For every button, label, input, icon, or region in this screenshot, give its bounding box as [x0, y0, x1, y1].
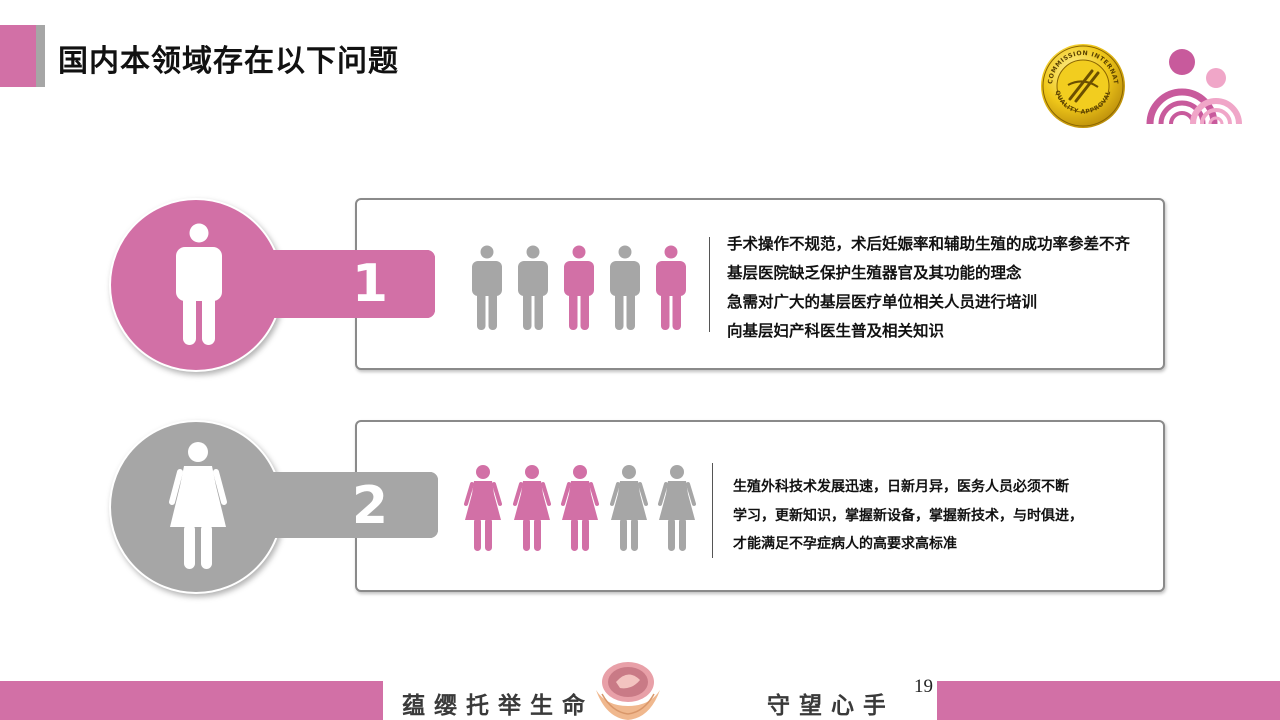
- text-line: 才能满足不孕症病人的高要求高标准: [733, 536, 957, 552]
- man-icon: [470, 244, 504, 336]
- text-line: 基层医院缺乏保护生殖器官及其功能的理念: [727, 264, 1022, 282]
- text-line: 手术操作不规范，术后妊娠率和辅助生殖的成功率参差不齐: [727, 235, 1131, 253]
- problem-text-1: 手术操作不规范，术后妊娠率和辅助生殖的成功率参差不齐 基层医院缺乏保护生殖器官及…: [727, 230, 1157, 346]
- man-icon: [608, 244, 642, 336]
- woman-icon: [609, 464, 649, 556]
- jci-seal-icon: JOINT COMMISSION INTERNATIONAL QUALITY A…: [1037, 38, 1126, 129]
- woman-icon: [657, 464, 697, 556]
- divider: [709, 237, 710, 332]
- number-badge-2: 2: [109, 420, 442, 595]
- text-line: 向基层妇产科医生普及相关知识: [727, 322, 945, 340]
- page-title: 国内本领域存在以下问题: [58, 44, 399, 79]
- problem-text-2: 生殖外科技术发展迅速，日新月异，医务人员必须不断 学习，更新知识，掌握新设备，掌…: [733, 473, 1153, 559]
- woman-icon: [512, 464, 552, 556]
- title-accent-bar-gray: [36, 25, 45, 87]
- woman-icon: [560, 464, 600, 556]
- badge-number: 2: [351, 476, 389, 536]
- text-line: 生殖外科技术发展迅速，日新月异，医务人员必须不断: [733, 479, 1069, 495]
- footer-bar-right: [937, 681, 1280, 720]
- text-line: 急需对广大的基层医疗单位相关人员进行培训: [727, 293, 1038, 311]
- title-accent-bar: [0, 25, 36, 87]
- badge-number: 1: [351, 254, 389, 314]
- man-icon: [562, 244, 596, 336]
- footer-slogan-left: 蕴缨托举生命: [402, 692, 594, 719]
- woman-icon: [463, 464, 503, 556]
- hands-holding-fetus-icon: [592, 660, 664, 720]
- woman-icon: [169, 442, 227, 569]
- divider: [712, 463, 713, 558]
- family-logo-icon: [1146, 44, 1244, 128]
- page-number: 19: [914, 676, 933, 697]
- text-line: 学习，更新知识，掌握新设备，掌握新技术，与时俱进，: [733, 507, 1083, 524]
- number-badge-1: 1: [109, 198, 442, 373]
- man-icon: [654, 244, 688, 336]
- man-icon: [176, 223, 222, 345]
- footer-bar-left: [0, 681, 383, 720]
- footer-slogan-right: 守望心手: [767, 692, 885, 719]
- man-icon: [516, 244, 550, 336]
